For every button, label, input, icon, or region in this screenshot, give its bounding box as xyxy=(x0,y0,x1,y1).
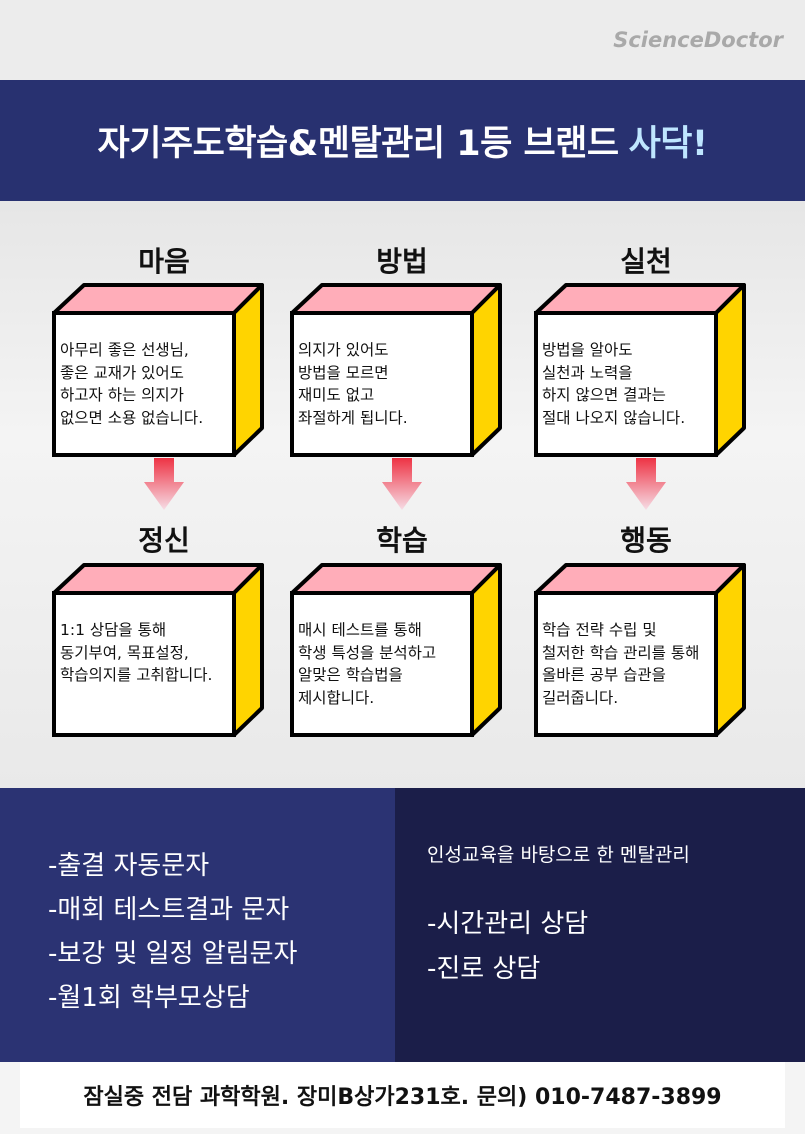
pillar-text: 1:1 상담을 통해 동기부여, 목표설정, 학습의지를 고취합니다. xyxy=(60,621,213,684)
mental-care-item: -시간관리 상담 xyxy=(427,909,589,939)
brand-logo-text: ScienceDoctor xyxy=(613,28,783,52)
down-arrow-icon xyxy=(382,458,422,510)
mental-care-subtitle: 인성교육을 바탕으로 한 멘탈관리 xyxy=(427,844,690,866)
pillar-title: 행동 xyxy=(620,524,672,557)
pillar-title: 마음 xyxy=(138,245,190,278)
cube-shape xyxy=(290,563,502,737)
contact-info: 잠실중 전담 과학학원. 장미B상가231호. 문의) 010-7487-389… xyxy=(20,1062,785,1128)
pillar-box: 매시 테스트를 통해 학생 특성을 분석하고 알맞은 학습법을 제시합니다. xyxy=(290,563,505,743)
down-arrow-icon xyxy=(144,458,184,510)
pillar-title: 정신 xyxy=(138,524,190,557)
mental-care-item: -진로 상담 xyxy=(427,954,541,984)
service-item: -월1회 학부모상담 xyxy=(48,983,250,1013)
down-arrow-icon xyxy=(626,458,666,510)
pillar-title: 학습 xyxy=(376,524,428,557)
pillar-box: 의지가 있어도 방법을 모르면 재미도 없고 좌절하게 됩니다. xyxy=(290,283,505,463)
pillar-title: 실천 xyxy=(620,245,672,278)
cube-shape xyxy=(534,283,746,457)
footer: 잠실중 전담 과학학원. 장미B상가231호. 문의) 010-7487-389… xyxy=(0,1062,805,1134)
pillar-text: 방법을 알아도 실천과 노력을 하지 않으면 결과는 절대 나오지 않습니다. xyxy=(542,341,686,427)
service-item: -매회 테스트결과 문자 xyxy=(48,895,290,925)
services-panel: -출결 자동문자 -매회 테스트결과 문자 -보강 및 일정 알림문자 -월1회… xyxy=(0,788,395,1062)
pillar-box: 1:1 상담을 통해 동기부여, 목표설정, 학습의지를 고취합니다. xyxy=(52,563,267,743)
cube-shape xyxy=(52,283,264,457)
service-item: -보강 및 일정 알림문자 xyxy=(48,939,298,969)
headline-text: 자기주도학습&멘탈관리 1등 브랜드 xyxy=(97,124,620,164)
pillar-text: 의지가 있어도 방법을 모르면 재미도 없고 좌절하게 됩니다. xyxy=(298,341,408,427)
pillar-box: 방법을 알아도 실천과 노력을 하지 않으면 결과는 절대 나오지 않습니다. xyxy=(534,283,749,463)
pillar-box: 아무리 좋은 선생님, 좋은 교재가 있어도 하고자 하는 의지가 없으면 소용… xyxy=(52,283,267,463)
cube-shape xyxy=(52,563,264,737)
headline-banner: 자기주도학습&멘탈관리 1등 브랜드 사닥! xyxy=(0,80,805,201)
pillar-text: 아무리 좋은 선생님, 좋은 교재가 있어도 하고자 하는 의지가 없으면 소용… xyxy=(60,341,204,427)
pillar-title: 방법 xyxy=(376,245,428,278)
cube-shape xyxy=(290,283,502,457)
cube-shape xyxy=(534,563,746,737)
mental-care-panel: 인성교육을 바탕으로 한 멘탈관리 -시간관리 상담 -진로 상담 xyxy=(395,788,805,1062)
pillar-box: 학습 전략 수립 및 철저한 학습 관리를 통해 올바른 공부 습관을 길러줍니… xyxy=(534,563,749,743)
headline-highlight: 사닥! xyxy=(628,124,708,164)
pillar-text: 학습 전략 수립 및 철저한 학습 관리를 통해 올바른 공부 습관을 길러줍니… xyxy=(542,621,700,707)
pillar-text: 매시 테스트를 통해 학생 특성을 분석하고 알맞은 학습법을 제시합니다. xyxy=(298,621,437,707)
service-item: -출결 자동문자 xyxy=(48,851,210,881)
